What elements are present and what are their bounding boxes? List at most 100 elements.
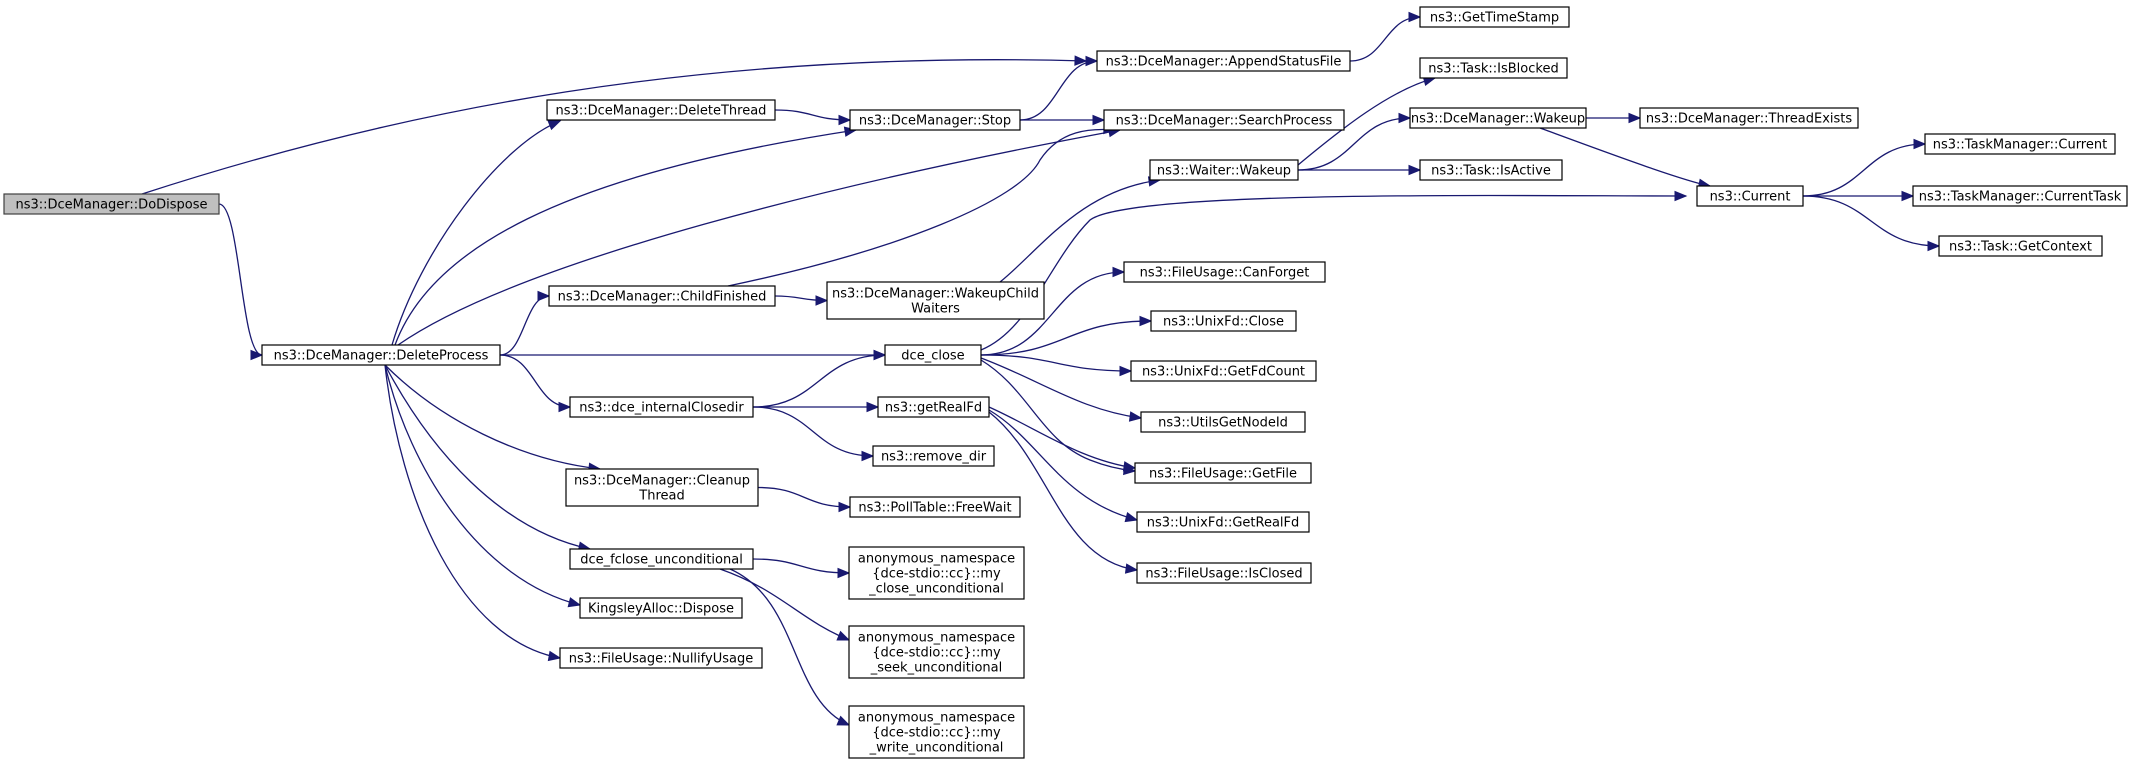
arrowhead-icon [1124,563,1139,574]
node-appendstatus[interactable]: ns3::DceManager::AppendStatusFile [1096,50,1351,72]
arrowhead-icon [1128,411,1143,422]
node-label: ns3::TaskManager::Current [1933,138,2107,153]
node-myseek[interactable]: anonymous_namespace{dce-stdio::cc}::my_s… [848,625,1025,679]
edge-fcloseuncond-to-myclose [752,558,851,579]
arrowhead-icon [537,290,551,302]
node-box [1419,57,1568,79]
node-mywrite[interactable]: anonymous_namespace{dce-stdio::cc}::my_w… [848,705,1025,759]
edge-dceclose-to-getfdcount [980,354,1133,377]
node-getfile[interactable]: ns3::FileUsage::GetFile [1134,462,1312,484]
edge-waiterwakeup-to-isactive [1298,164,1422,176]
node-searchprocess[interactable]: ns3::DceManager::SearchProcess [1103,109,1345,131]
node-label: ns3::DceManager::ThreadExists [1646,112,1853,127]
edge-line [988,406,1136,469]
edge-getrealfd-to-getfile [988,406,1137,472]
node-label: Waiters [911,302,960,317]
arrowhead-icon [866,401,880,413]
node-box [848,546,1025,600]
node-tmcurrent[interactable]: ns3::TaskManager::Current [1924,133,2116,155]
node-unixclose[interactable]: ns3::UnixFd::Close [1150,310,1297,332]
node-label: _seek_unconditional [870,661,1002,676]
node-nullifyusage[interactable]: ns3::FileUsage::NullifyUsage [559,647,763,669]
edge-dceclose-to-getfile [980,359,1137,476]
arrowhead-icon [558,401,572,413]
node-freewait[interactable]: ns3::PollTable::FreeWait [849,496,1021,518]
arrowhead-icon [1122,461,1137,472]
node-box [849,109,1021,131]
edge-line [384,364,561,659]
node-box [1134,462,1312,484]
node-tmcurrenttask[interactable]: ns3::TaskManager::CurrentTask [1912,185,2128,207]
node-label: _close_unconditional [868,582,1004,597]
arrowhead-icon [837,567,851,579]
node-box [1103,109,1345,131]
edge-current-to-tmcurrenttask [1803,190,1915,202]
node-getcontext[interactable]: ns3::Task::GetContext [1938,235,2103,257]
node-label: Thread [638,489,684,504]
edge-deleteprocess-to-dceclose [500,349,887,361]
node-removedir[interactable]: ns3::remove_dir [872,445,995,467]
node-label: {dce-stdio::cc}::my [872,726,1001,741]
node-dceclose[interactable]: dce_close [884,344,982,366]
node-getrealfd[interactable]: ns3::getRealFd [877,396,990,418]
edge-waiterwakeup-to-isblocked [1297,75,1437,166]
node-label: ns3::DceManager::DeleteThread [556,104,767,119]
node-isclosed[interactable]: ns3::FileUsage::IsClosed [1136,562,1312,584]
arrowhead-icon [836,630,851,641]
edge-line [752,354,886,408]
node-label: ns3::UtilsGetNodeId [1158,416,1288,431]
node-stop[interactable]: ns3::DceManager::Stop [849,109,1021,131]
node-isblocked[interactable]: ns3::Task::IsBlocked [1419,57,1568,79]
node-deleteprocess[interactable]: ns3::DceManager::DeleteProcess [261,344,501,366]
node-getfdcount[interactable]: ns3::UnixFd::GetFdCount [1130,360,1317,382]
node-deletethread[interactable]: ns3::DceManager::DeleteThread [546,99,776,121]
node-box [569,396,754,418]
node-box [1096,50,1351,72]
node-threadexists[interactable]: ns3::DceManager::ThreadExists [1639,107,1859,129]
edge-mgrwakeup-to-current [1539,127,1712,189]
node-box [1150,310,1297,332]
edge-getrealfd-to-isclosed [988,411,1139,574]
edge-line [980,320,1152,356]
node-dodispose[interactable]: ns3::DceManager::DoDispose [3,193,220,215]
edge-line [218,203,263,356]
edge-getrealfd-to-unixgetrealfd [988,409,1139,523]
node-label: KingsleyAlloc::Dispose [588,602,734,617]
edge-deleteprocess-to-internalclosedir [499,354,572,413]
edge-line [980,359,1136,472]
node-label: ns3::DceManager::ChildFinished [558,290,767,305]
node-mgrwakeup[interactable]: ns3::DceManager::Wakeup [1409,107,1587,129]
node-label: {dce-stdio::cc}::my [872,567,1001,582]
edge-line [988,409,1138,521]
node-kingsley[interactable]: KingsleyAlloc::Dispose [579,597,743,619]
edge-line [719,568,850,641]
edge-line [384,364,601,470]
edge-dodispose-to-deleteprocess [218,203,264,361]
edge-line [980,271,1125,356]
node-gettimestamp[interactable]: ns3::GetTimeStamp [1419,6,1570,28]
node-childfinished[interactable]: ns3::DceManager::ChildFinished [548,285,776,307]
node-label: ns3::UnixFd::Close [1163,315,1284,330]
node-label: {dce-stdio::cc}::my [872,646,1001,661]
arrowhead-icon [1913,138,1927,150]
node-isactive[interactable]: ns3::Task::IsActive [1419,159,1563,181]
edge-dceclose-to-utilsnodeid [980,357,1143,422]
edge-line [980,357,1142,419]
node-fcloseuncond[interactable]: dce_fclose_unconditional [569,548,754,570]
node-box [559,647,763,669]
node-box [1419,6,1570,28]
node-current[interactable]: ns3::Current [1696,185,1804,207]
node-utilsnodeid[interactable]: ns3::UtilsGetNodeId [1140,411,1306,433]
node-unixgetrealfd[interactable]: ns3::UnixFd::GetRealFd [1136,511,1310,533]
node-internalclosedir[interactable]: ns3::dce_internalClosedir [569,396,754,418]
edge-line [499,354,571,408]
edge-childfinished-to-searchprocess [727,123,1117,287]
node-canforget[interactable]: ns3::FileUsage::CanForget [1123,261,1326,283]
node-box [565,468,759,507]
edge-line [752,558,850,574]
node-myclose[interactable]: anonymous_namespace{dce-stdio::cc}::my_c… [848,546,1025,600]
node-box [1419,159,1563,181]
node-waiterwakeup[interactable]: ns3::Waiter::Wakeup [1149,159,1299,181]
